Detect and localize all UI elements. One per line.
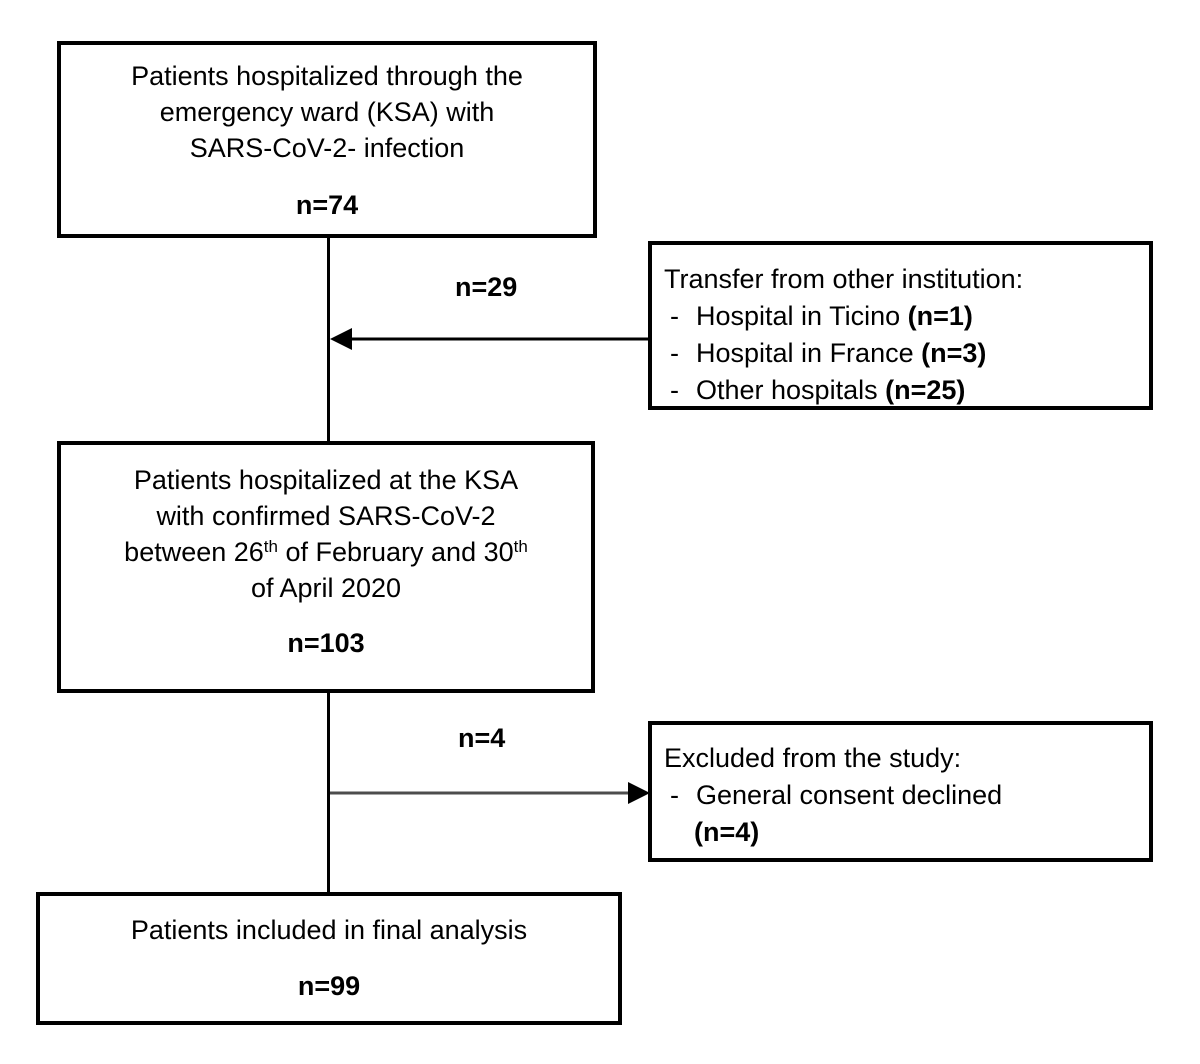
box-text-line: SARS-CoV-2- infection bbox=[189, 133, 465, 163]
transfer-arrow-label: n=29 bbox=[455, 272, 518, 302]
flow-box-final-analysis: Patients included in final analysis n=99 bbox=[36, 892, 622, 1025]
box-text-line: Patients hospitalized at the KSA bbox=[133, 465, 519, 495]
list-item: - Hospital in France (n=3) bbox=[664, 335, 1141, 372]
patient-count: n=99 bbox=[297, 971, 361, 1001]
list-item: - General consent declined bbox=[664, 777, 1141, 814]
excluded-arrow-label: n=4 bbox=[458, 723, 506, 753]
flow-box-excluded: Excluded from the study: - General conse… bbox=[648, 721, 1153, 862]
box-text-line-dates: between 26th of February and 30th bbox=[124, 537, 528, 567]
list-item-text: Hospital in Ticino (n=1) bbox=[696, 301, 973, 331]
transfer-arrowhead-left-icon bbox=[330, 328, 352, 350]
box-title: Transfer from other institution: bbox=[664, 264, 1024, 294]
flow-box-ksa-confirmed: Patients hospitalized at the KSA with co… bbox=[57, 441, 595, 693]
patient-count: n=74 bbox=[295, 190, 359, 220]
box-text-line: emergency ward (KSA) with bbox=[159, 97, 495, 127]
bullet-dash: - bbox=[670, 301, 679, 331]
flow-box-emergency-admissions: Patients hospitalized through the emerge… bbox=[57, 41, 597, 238]
bullet-dash: - bbox=[670, 780, 679, 810]
box-text-line: of April 2020 bbox=[250, 573, 402, 603]
excluded-arrowhead-right-icon bbox=[628, 782, 650, 804]
item-count: (n=25) bbox=[885, 375, 966, 405]
ordinal-superscript: th bbox=[513, 537, 528, 556]
list-item-text: Hospital in France (n=3) bbox=[696, 338, 987, 368]
ordinal-superscript: th bbox=[263, 537, 278, 556]
box-title: Excluded from the study: bbox=[664, 743, 962, 773]
box-text-line: with confirmed SARS-CoV-2 bbox=[156, 501, 496, 531]
box-text-line: Patients hospitalized through the bbox=[131, 61, 523, 91]
bullet-dash: - bbox=[670, 338, 679, 368]
list-item-text: Other hospitals (n=25) bbox=[696, 375, 966, 405]
flow-box-transfers: Transfer from other institution: - Hospi… bbox=[648, 241, 1153, 410]
box-text-line: Patients included in final analysis bbox=[130, 915, 528, 945]
list-item: - Other hospitals (n=25) bbox=[664, 372, 1141, 409]
patient-count: n=103 bbox=[287, 628, 365, 658]
item-count: (n=3) bbox=[921, 338, 987, 368]
list-item-text: General consent declined bbox=[696, 780, 1003, 810]
item-count: (n=1) bbox=[907, 301, 973, 331]
item-count: (n=4) bbox=[694, 817, 760, 847]
list-item: - Hospital in Ticino (n=1) bbox=[664, 298, 1141, 335]
bullet-dash: - bbox=[670, 375, 679, 405]
